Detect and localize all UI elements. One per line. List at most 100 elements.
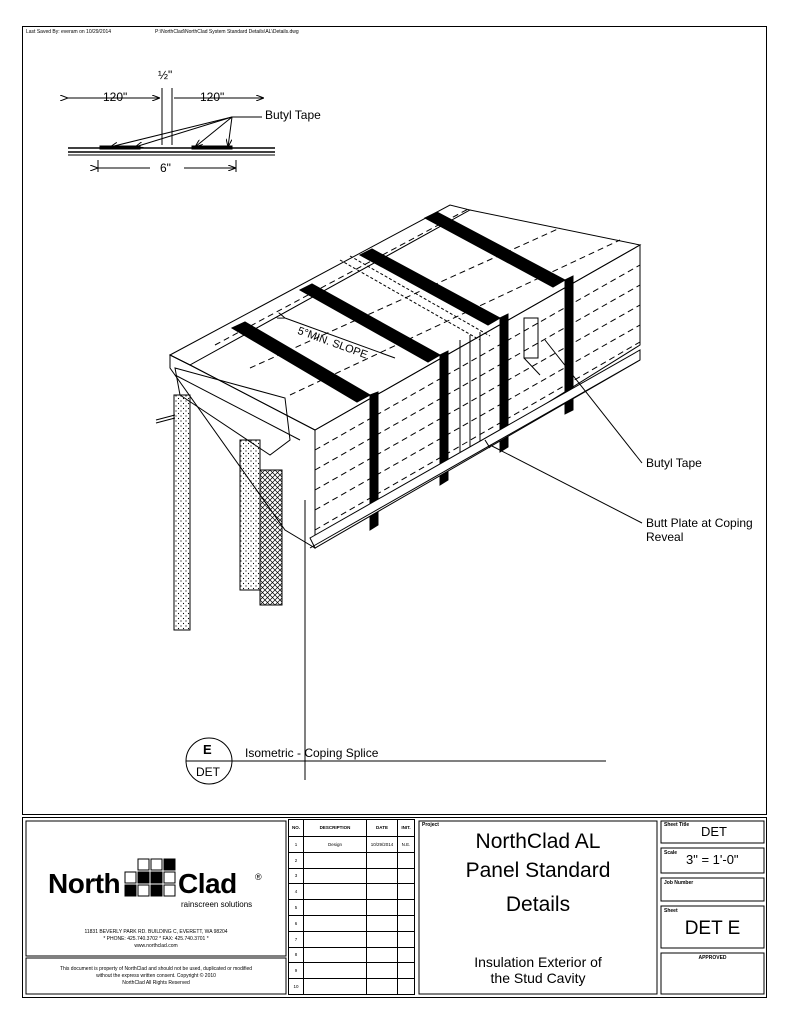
table-cell bbox=[397, 930, 415, 948]
table-cell bbox=[397, 946, 415, 964]
detail-tag-letter: E bbox=[203, 742, 212, 757]
revision-header-row: NO. DESCRIPTION DATE INIT. bbox=[288, 819, 415, 837]
table-cell bbox=[366, 946, 398, 964]
table-cell bbox=[366, 930, 398, 948]
inset-dim-center: ½" bbox=[158, 68, 173, 82]
logo-tagline: rainscreen solutions bbox=[181, 900, 253, 909]
callout-butt-plate-line1: Butt Plate at Coping bbox=[646, 516, 753, 530]
scale-label: Scale bbox=[664, 850, 678, 856]
table-cell bbox=[366, 899, 398, 916]
table-cell: 3 bbox=[288, 867, 304, 885]
table-cell: 4 bbox=[288, 883, 304, 901]
project-subtitle-line1: Insulation Exterior of bbox=[474, 954, 602, 970]
project-title-line1: NorthClad AL bbox=[475, 830, 601, 853]
logo-registered: ® bbox=[255, 872, 262, 882]
table-cell bbox=[397, 978, 415, 995]
project-title-line2: Panel Standard bbox=[465, 859, 611, 882]
table-cell bbox=[303, 883, 367, 901]
table-cell bbox=[303, 946, 367, 964]
project-label: Project bbox=[422, 822, 439, 828]
table-row: 9 bbox=[288, 962, 415, 980]
company-address: 11831 BEVERLY PARK RD. BUILDING C, EVERE… bbox=[84, 929, 228, 935]
inset-dim-bottom: 6" bbox=[160, 161, 171, 175]
table-cell bbox=[303, 930, 367, 948]
company-phone: * PHONE: 425.740.3702 * FAX: 425.740.370… bbox=[103, 936, 209, 942]
table-row: 8 bbox=[288, 946, 415, 964]
project-title-line3: Details bbox=[505, 893, 571, 916]
table-row: 3 bbox=[288, 867, 415, 885]
table-row: 6 bbox=[288, 914, 415, 932]
table-cell bbox=[303, 851, 367, 869]
table-cell: N.E. bbox=[397, 835, 415, 853]
isometric-coping bbox=[155, 204, 643, 780]
detail-tag-graphic bbox=[185, 737, 606, 785]
revision-header-init: INIT. bbox=[397, 819, 415, 837]
table-cell bbox=[397, 883, 415, 901]
table-cell bbox=[303, 978, 367, 995]
disclaimer-line3: NorthClad All Rights Reserved bbox=[122, 980, 190, 986]
table-cell bbox=[366, 851, 398, 869]
table-cell: 6 bbox=[288, 914, 304, 932]
disclaimer-line2: without the express written consent. Cop… bbox=[96, 973, 216, 979]
table-cell: 1 bbox=[288, 835, 304, 853]
table-cell: 10/29/2014 bbox=[366, 835, 398, 853]
table-cell bbox=[397, 899, 415, 916]
callout-butyl-tape: Butyl Tape bbox=[646, 456, 702, 470]
approved-label: APPROVED bbox=[698, 955, 727, 961]
detail-tag-sheet: DET bbox=[196, 765, 220, 779]
table-row: 5 bbox=[288, 899, 415, 916]
table-cell bbox=[303, 914, 367, 932]
table-row: 7 bbox=[288, 930, 415, 948]
table-cell bbox=[366, 883, 398, 901]
callout-butt-plate-line2: Reveal bbox=[646, 530, 684, 544]
table-cell: 2 bbox=[288, 851, 304, 869]
detail-tag-title: Isometric - Coping Splice bbox=[245, 746, 379, 760]
table-cell bbox=[303, 899, 367, 916]
logo-clad: Clad bbox=[178, 868, 237, 899]
table-cell: 7 bbox=[288, 930, 304, 948]
table-cell bbox=[397, 851, 415, 869]
table-cell bbox=[397, 914, 415, 932]
table-cell bbox=[397, 962, 415, 980]
inset-butyl-detail bbox=[68, 88, 275, 172]
table-row: 2 bbox=[288, 851, 415, 869]
sheet-label: Sheet bbox=[664, 908, 678, 914]
company-website: www.northclad.com bbox=[134, 943, 178, 949]
table-cell bbox=[303, 962, 367, 980]
table-cell bbox=[303, 867, 367, 885]
table-cell: 5 bbox=[288, 899, 304, 916]
project-subtitle-line2: the Stud Cavity bbox=[490, 970, 586, 986]
title-block-border bbox=[22, 817, 767, 998]
inset-dim-right: 120" bbox=[200, 90, 225, 104]
title-block-lines bbox=[25, 820, 765, 995]
logo-north: North bbox=[48, 868, 121, 899]
revision-header-description: DESCRIPTION bbox=[303, 819, 367, 837]
logo-mark bbox=[124, 858, 176, 897]
sheet-title-value: DET bbox=[701, 824, 727, 839]
drawing-border bbox=[22, 26, 767, 815]
job-number-label: Job Number bbox=[664, 880, 694, 886]
table-cell bbox=[366, 867, 398, 885]
table-cell: 8 bbox=[288, 946, 304, 964]
inset-butyl-label: Butyl Tape bbox=[265, 108, 321, 122]
table-cell bbox=[366, 914, 398, 932]
table-cell bbox=[366, 962, 398, 980]
table-row: 10 bbox=[288, 978, 415, 995]
table-cell: 10 bbox=[288, 978, 304, 995]
sheet-value: DET E bbox=[684, 918, 741, 939]
inset-dim-left: 120" bbox=[103, 90, 128, 104]
table-cell: Design bbox=[303, 835, 367, 853]
table-cell bbox=[366, 978, 398, 995]
saved-by-text: Last Saved By: everam on 10/29/2014 bbox=[26, 29, 112, 35]
table-row: 4 bbox=[288, 883, 415, 901]
disclaimer-line1: This document is property of NorthClad a… bbox=[59, 966, 253, 972]
table-cell bbox=[397, 867, 415, 885]
revision-header-no: NO. bbox=[288, 819, 304, 837]
revision-header-date: DATE bbox=[366, 819, 398, 837]
scale-value: 3" = 1'-0" bbox=[686, 852, 739, 867]
sheet-title-label: Sheet Title bbox=[664, 822, 690, 828]
table-cell: 9 bbox=[288, 962, 304, 980]
